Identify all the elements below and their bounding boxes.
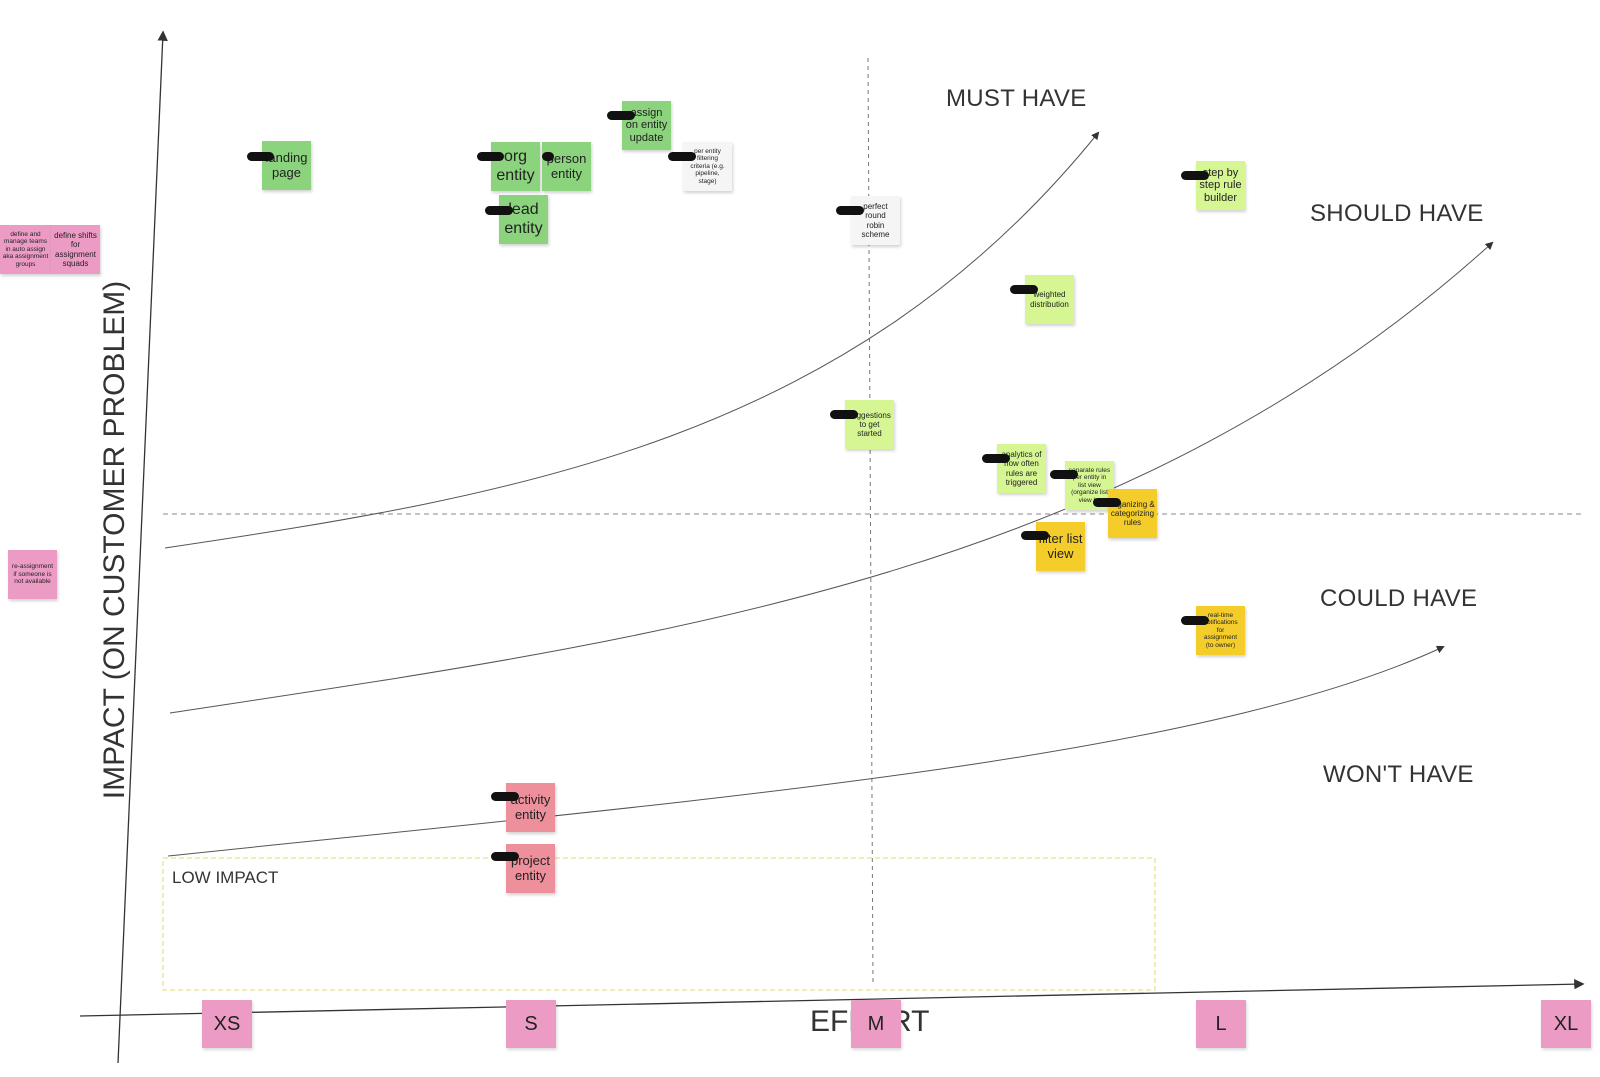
low-impact-box (162, 857, 1156, 991)
could-have-curve (167, 645, 1445, 857)
sticky-note-separate-rules-per-entity[interactable]: separate rules per entity in list view (… (1065, 461, 1114, 510)
wont-have-label: WON'T HAVE (1323, 761, 1474, 788)
sticky-note-text: person entity (546, 150, 587, 181)
redaction-marker (1021, 531, 1049, 540)
sticky-note-filter-list-view[interactable]: filter list view (1036, 522, 1085, 571)
sticky-note-landing-page[interactable]: landing page (262, 141, 311, 190)
redaction-marker (247, 152, 274, 161)
effort-m-tile[interactable]: M (851, 1000, 901, 1048)
sticky-note-assign-on-entity-update[interactable]: assign on entity update (622, 101, 671, 150)
sticky-note-text: organizing & categorizing rules (1110, 499, 1155, 528)
sticky-note-text: landing page (265, 149, 308, 180)
low-impact-label: LOW IMPACT (172, 868, 279, 887)
sticky-note-step-by-step-rule-builder[interactable]: step by step rule builder (1196, 161, 1245, 210)
sticky-note-text: perfect round robin scheme (861, 202, 890, 239)
sticky-note-text: define and manage teams in auto assign a… (2, 230, 49, 268)
sticky-note-weighted-distribution[interactable]: weighted distribution (1025, 275, 1074, 324)
sticky-note-text: separate rules per entity in list view (… (1068, 466, 1111, 504)
sticky-note-lead-entity[interactable]: lead entity (499, 195, 548, 244)
sticky-note-text: lead entity (504, 201, 543, 237)
sticky-note-text: define shifts for assignment squads (54, 231, 97, 268)
sticky-note-text: per entity filtering criteria (e.g. pipe… (690, 147, 725, 185)
sticky-note-person-entity[interactable]: person entity (542, 142, 591, 191)
sticky-note-analytics-rules-triggered[interactable]: analytics of how often rules are trigger… (997, 444, 1046, 493)
sticky-note-text: project entity (510, 852, 551, 883)
redaction-marker (982, 454, 1010, 463)
redaction-marker (668, 152, 696, 161)
should-have-curve (169, 241, 1494, 714)
sticky-note-define-shifts[interactable]: define shifts for assignment squads (51, 225, 100, 274)
sticky-note-text: re-assignment if someone is not availabl… (11, 563, 54, 586)
sticky-note-text: suggestions to get started (848, 410, 891, 439)
y-axis-label: IMPACT (ON CUSTOMER PROBLEM) (98, 280, 131, 800)
sticky-note-realtime-notifications[interactable]: real-time notifications for assignment (… (1196, 606, 1245, 655)
redaction-marker (477, 152, 504, 161)
redaction-marker (485, 206, 513, 215)
redaction-marker (836, 206, 864, 215)
could-have-label: COULD HAVE (1320, 585, 1478, 612)
x-axis-line (79, 978, 1585, 1017)
must-have-label: MUST HAVE (946, 85, 1087, 112)
effort-xs-tile[interactable]: XS (202, 1000, 252, 1048)
redaction-marker (491, 792, 519, 801)
sticky-note-text: real-time notifications for assignment (… (1203, 611, 1238, 649)
sticky-note-organizing-categorizing-rules[interactable]: organizing & categorizing rules (1108, 489, 1157, 538)
sticky-note-define-manage-teams[interactable]: define and manage teams in auto assign a… (0, 225, 51, 274)
sticky-note-perfect-round-robin[interactable]: perfect round robin scheme (851, 196, 900, 245)
redaction-marker (491, 852, 519, 861)
effort-s-tile[interactable]: S (506, 1000, 556, 1048)
redaction-marker (1181, 171, 1209, 180)
redaction-marker (1050, 470, 1078, 479)
redaction-marker (542, 152, 554, 161)
sticky-note-text: org entity (496, 148, 535, 184)
redaction-marker (1010, 285, 1038, 294)
sticky-note-reassignment[interactable]: re-assignment if someone is not availabl… (8, 550, 57, 599)
must-have-curve (164, 131, 1100, 549)
sticky-note-text: weighted distribution (1030, 290, 1069, 309)
effort-l-tile[interactable]: L (1196, 1000, 1246, 1048)
sticky-note-text: analytics of how often rules are trigger… (1001, 450, 1042, 487)
should-have-label: SHOULD HAVE (1310, 200, 1484, 227)
effort-xl-tile[interactable]: XL (1541, 1000, 1591, 1048)
redaction-marker (1093, 498, 1121, 507)
sticky-note-suggestions-to-get-started[interactable]: suggestions to get started (845, 400, 894, 449)
redaction-marker (1181, 616, 1209, 625)
redaction-marker (830, 410, 858, 419)
sticky-note-text: activity entity (510, 791, 551, 822)
sticky-note-text: assign on entity update (625, 106, 668, 144)
sticky-note-activity-entity[interactable]: activity entity (506, 783, 555, 832)
sticky-note-per-entity-filtering[interactable]: per entity filtering criteria (e.g. pipe… (683, 142, 732, 191)
y-axis-line (117, 30, 168, 1064)
sticky-note-org-entity[interactable]: org entity (491, 142, 540, 191)
redaction-marker (607, 111, 635, 120)
